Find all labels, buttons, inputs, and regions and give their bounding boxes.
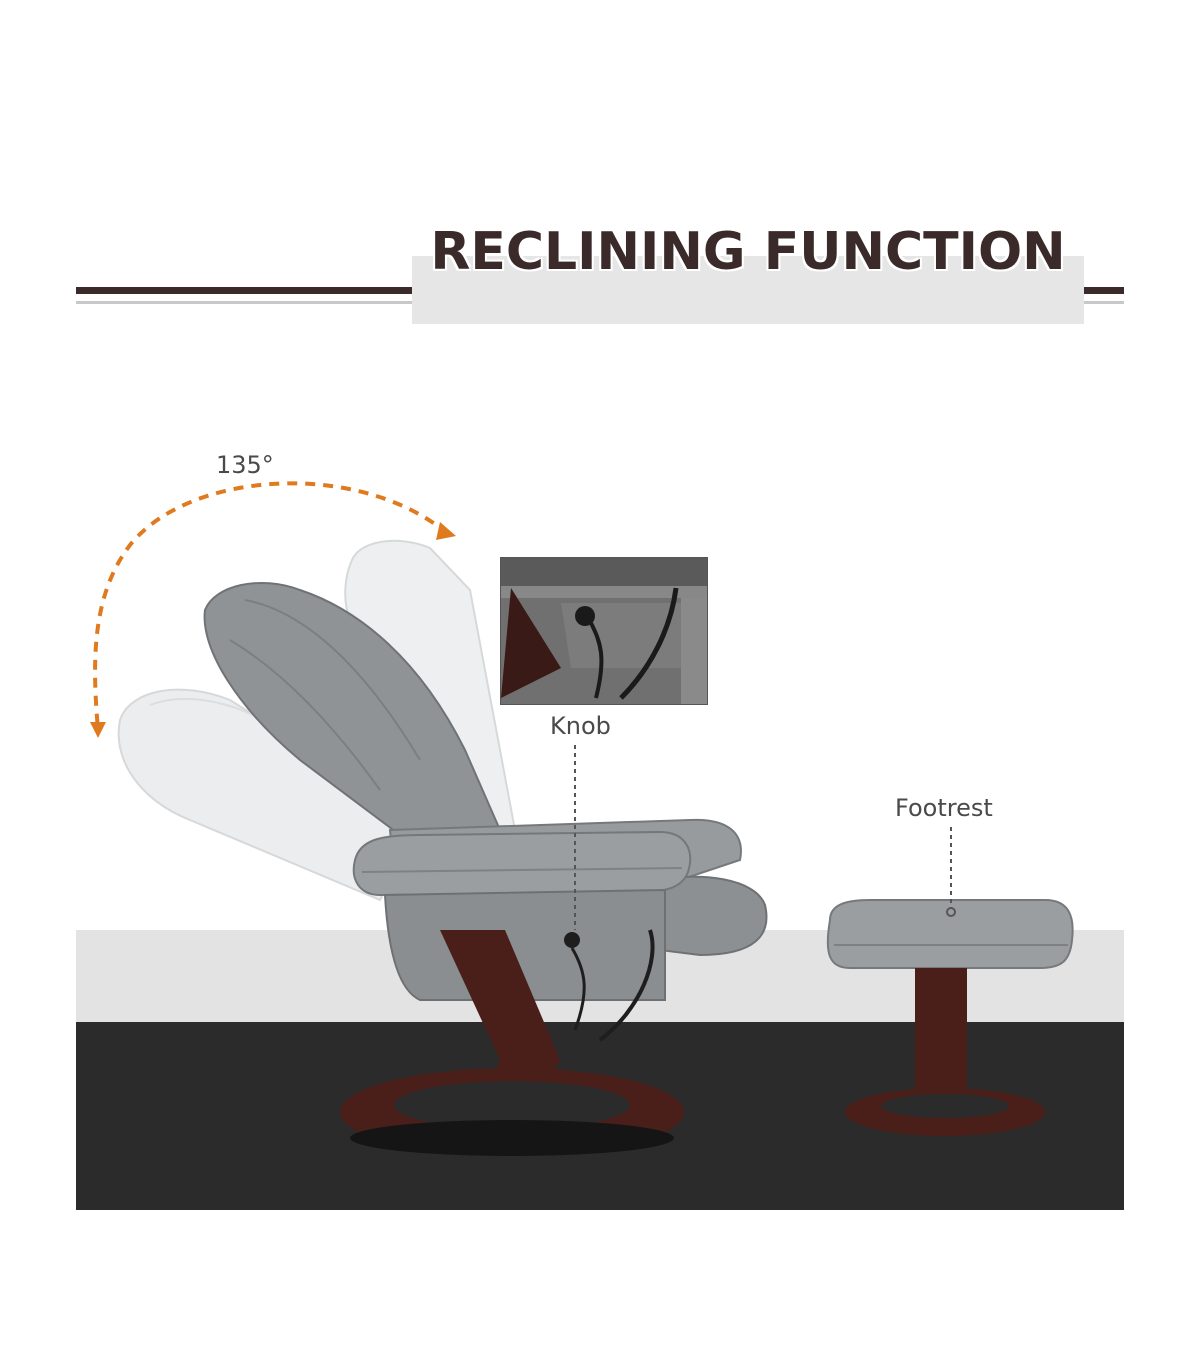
title-rule-left-thin bbox=[76, 301, 412, 304]
knob-icon bbox=[564, 932, 580, 948]
arc-arrowhead-bottom bbox=[90, 722, 106, 738]
knob-label: Knob bbox=[550, 712, 611, 740]
angle-label: 135° bbox=[216, 451, 274, 479]
title-rule-left bbox=[76, 287, 412, 294]
leg-cushion bbox=[659, 875, 768, 957]
ottoman-cushion bbox=[826, 899, 1074, 969]
knob-closeup-inset bbox=[500, 557, 708, 705]
recline-angle-arc bbox=[93, 481, 450, 731]
footrest-label: Footrest bbox=[895, 794, 993, 822]
backrest bbox=[203, 582, 502, 852]
arc-arrowhead-top bbox=[436, 522, 456, 540]
page-title: RECLINING FUNCTION bbox=[430, 222, 1066, 282]
armrest bbox=[352, 830, 692, 897]
title-rule-right bbox=[1084, 287, 1124, 294]
title-banner bbox=[412, 256, 1084, 324]
title-rule-right-thin bbox=[1084, 301, 1124, 304]
ottoman bbox=[826, 899, 1074, 1136]
ottoman-post bbox=[915, 968, 967, 1110]
